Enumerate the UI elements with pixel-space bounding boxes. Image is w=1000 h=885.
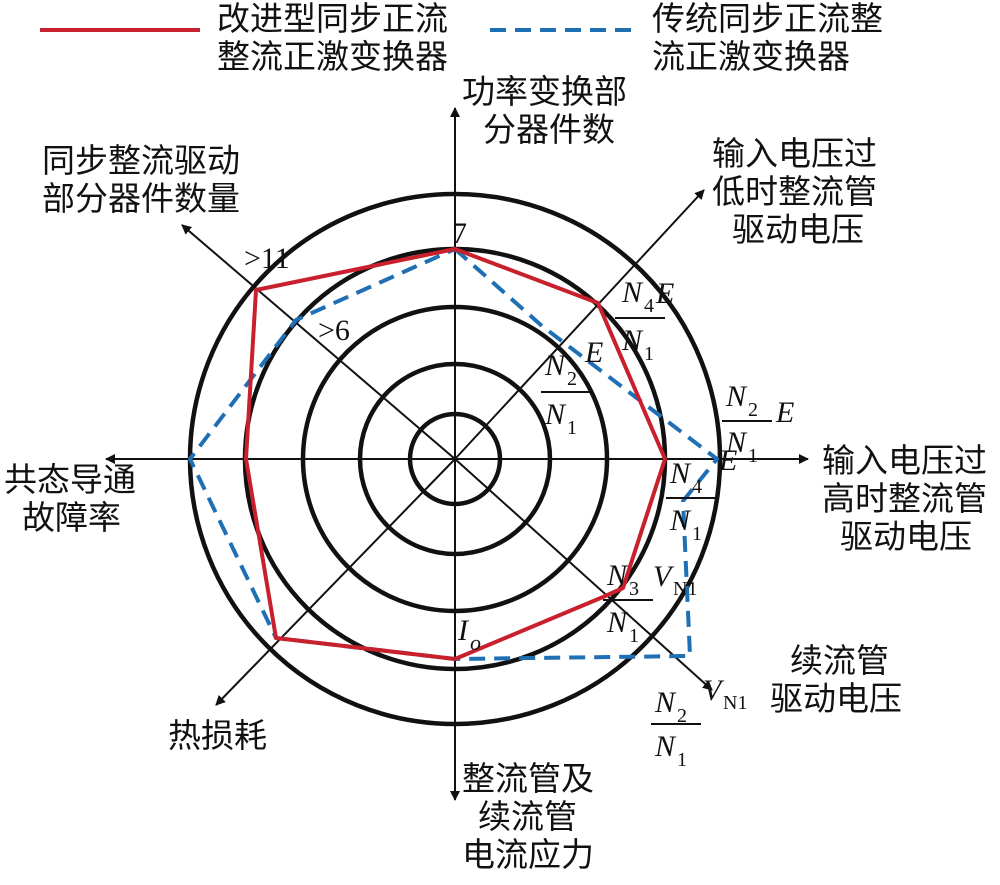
denominator-sub: 1 [692,523,702,545]
numerator-n: N [725,380,748,413]
io-letter: I [457,614,470,647]
fraction-n2-n1-outer: N 2 N 1 E [722,380,794,467]
numerator-n: N [669,457,692,490]
fraction-n4-n1-right: N 4 N 1 E [666,444,737,545]
legend-traditional-line2: 流正激变换器 [652,37,850,76]
value-gt11: >11 [244,242,290,275]
numerator-sub: 4 [644,295,654,317]
axis-up-left [181,224,456,460]
label-down-right-2: 驱动电压 [770,679,902,718]
denominator-n: N [621,324,644,357]
numerator-n: N [606,559,629,592]
legend-traditional-line1: 传统同步正流整 [652,0,883,38]
symbol-e: E [718,444,737,477]
fraction-n2-n1-vn1: N 2 N 1 V N1 [651,674,747,771]
axis-down-left [215,458,456,706]
symbol-e: E [775,396,794,429]
symbol-v-sub: N1 [723,692,747,714]
label-down-1: 整流管及 [462,759,594,798]
numerator-sub: 4 [692,476,702,498]
fraction-n2-n1-inner: N 2 N 1 E [541,336,603,439]
denominator-sub: 1 [567,417,577,439]
label-up-left-1: 同步整流驱动 [42,141,240,180]
denominator-sub: 1 [644,343,654,365]
fraction-n4-n1-upper: N 4 N 1 E [615,276,674,365]
label-down-3: 电流应力 [462,835,594,874]
denominator-sub: 1 [748,445,758,467]
label-right-1: 输入电压过 [822,441,987,480]
denominator-n: N [606,606,629,639]
label-up-1: 功率变换部 [462,72,627,111]
numerator-sub: 2 [748,399,758,421]
symbol-io: I o [457,614,481,655]
value-seven: 7 [452,217,467,250]
legend: 改进型同步正流 整流正激变换器 传统同步正流整 流正激变换器 [40,0,883,76]
legend-improved-line2: 整流正激变换器 [217,37,448,76]
label-down-left: 热损耗 [168,716,267,755]
label-left-2: 故障率 [22,498,121,537]
symbol-v: V [703,674,725,707]
traditional-polygon [188,247,719,661]
label-up-left-2: 部分器件数量 [42,179,240,218]
denominator-sub: 1 [629,625,639,647]
denominator-n: N [654,730,677,763]
axis-down-right [454,458,713,691]
label-left-1: 共态导通 [4,460,136,499]
denominator-n: N [669,504,692,537]
value-gt6: >6 [318,314,350,347]
legend-improved-line1: 改进型同步正流 [217,0,448,38]
numerator-n: N [654,686,677,719]
symbol-v-sub: N1 [673,578,697,600]
label-up-right-1: 输入电压过 [712,134,877,173]
numerator-sub: 2 [567,368,577,390]
label-down-right-1: 续流管 [790,641,889,680]
io-sub: o [470,630,481,655]
symbol-e: E [584,336,603,369]
axis-up-right [454,189,705,460]
fraction-n3-n1-vn1: N 3 N 1 V N1 [603,559,697,647]
numerator-sub: 2 [677,705,687,727]
numerator-n: N [544,349,567,382]
label-right-2: 高时整流管 [822,479,987,518]
label-right-3: 驱动电压 [840,517,972,556]
denominator-sub: 1 [677,749,687,771]
symbol-v: V [653,560,675,593]
value-annotations: 7 >11 >6 N 4 N 1 E N 2 N 1 E N 2 N 1 E [244,217,794,771]
symbol-e: E [655,277,674,310]
axes [105,107,809,801]
numerator-n: N [621,276,644,309]
axis-labels: 功率变换部 分器件数 输入电压过 低时整流管 驱动电压 输入电压过 高时整流管 … [4,72,987,874]
numerator-sub: 3 [629,578,639,600]
label-down-2: 续流管 [478,797,577,836]
label-up-2: 分器件数 [483,110,615,149]
denominator-n: N [725,426,748,459]
label-up-right-2: 低时整流管 [712,172,877,211]
label-up-right-3: 驱动电压 [732,210,864,249]
denominator-n: N [544,398,567,431]
improved-polygon [244,247,667,661]
